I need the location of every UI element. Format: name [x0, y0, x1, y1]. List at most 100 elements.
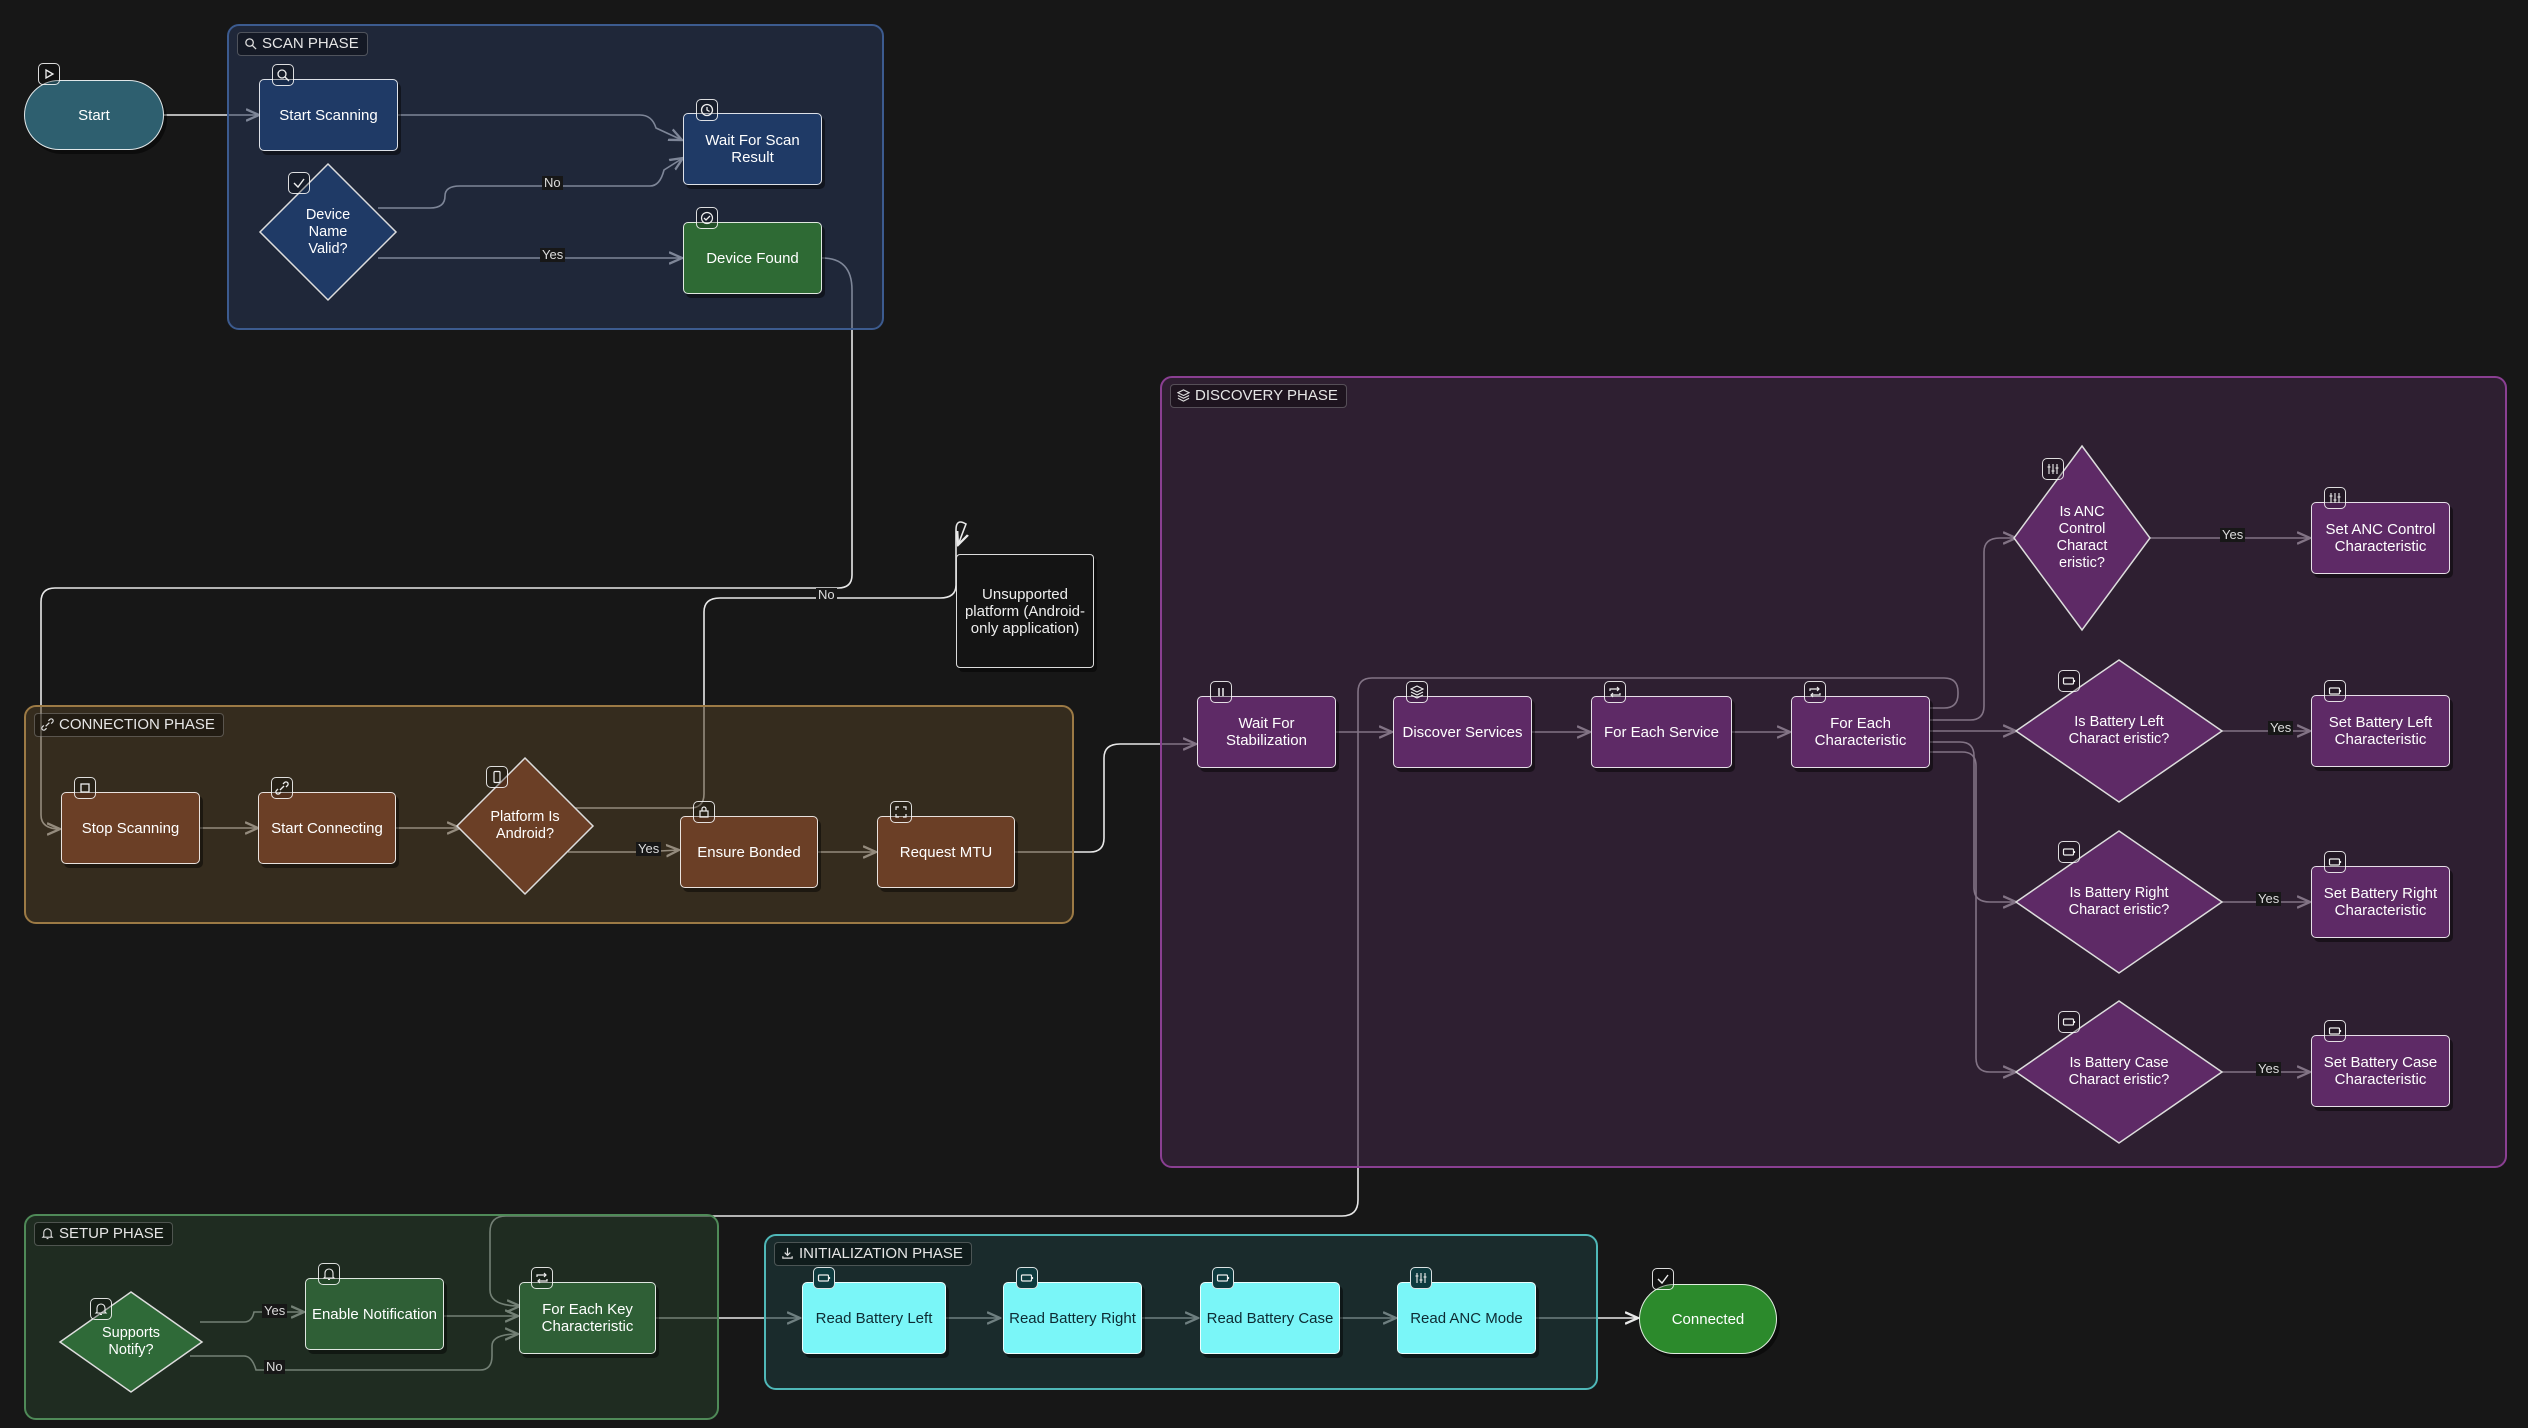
battery-icon [813, 1267, 835, 1289]
is-battery-right-decision[interactable]: Is Battery Right Charact eristic? [2014, 829, 2224, 975]
discover-services-node[interactable]: Discover Services [1393, 696, 1532, 768]
ensure-bonded-node[interactable]: Ensure Bonded [680, 816, 818, 888]
for-each-key-characteristic-node[interactable]: For Each Key Characteristic [519, 1282, 656, 1354]
supports-notify-decision[interactable]: Supports Notify? [58, 1290, 204, 1394]
is-battery-right-shape [2014, 830, 2224, 974]
edge-label-case-yes: Yes [2256, 1061, 2282, 1076]
repeat-icon [1804, 681, 1826, 703]
discover-services-label: Discover Services [1402, 723, 1523, 741]
wait-scan-result-node[interactable]: Wait For Scan Result [683, 113, 822, 185]
wait-scan-result-label: Wait For Scan Result [705, 132, 800, 166]
download-icon [782, 1247, 793, 1259]
link-icon [271, 777, 293, 799]
stop-scanning-label: Stop Scanning [81, 819, 180, 837]
battery-icon [2324, 851, 2346, 873]
check-icon [1652, 1268, 1674, 1290]
set-battery-right-node[interactable]: Set Battery Right Characteristic [2311, 866, 2450, 938]
for-each-service-label: For Each Service [1603, 723, 1720, 741]
wait-stabilization-node[interactable]: Wait For Stabilization [1197, 696, 1336, 768]
edge-label-device-yes: Yes [540, 247, 566, 262]
edge-label-notify-yes: Yes [262, 1303, 288, 1318]
ensure-bonded-label: Ensure Bonded [697, 843, 801, 861]
set-battery-left-node[interactable]: Set Battery Left Characteristic [2311, 695, 2450, 767]
edge-label-anc-yes: Yes [2220, 527, 2246, 542]
discovery-phase-label: DISCOVERY PHASE [1170, 384, 1347, 408]
clock-icon [696, 99, 718, 121]
set-battery-case-label: Set Battery Case Characteristic [2323, 1054, 2438, 1088]
set-battery-left-label: Set Battery Left Characteristic [2328, 714, 2433, 748]
repeat-icon [531, 1267, 553, 1289]
read-battery-case-label: Read Battery Case [1206, 1309, 1334, 1327]
battery-icon [1016, 1267, 1038, 1289]
start-scanning-node[interactable]: Start Scanning [259, 79, 398, 151]
wait-stabilization-label: Wait For Stabilization [1226, 715, 1307, 749]
for-each-characteristic-node[interactable]: For Each Characteristic [1791, 696, 1930, 768]
for-each-service-node[interactable]: For Each Service [1591, 696, 1732, 768]
is-battery-case-decision[interactable]: Is Battery Case Charact eristic? [2014, 999, 2224, 1145]
phone-icon [486, 766, 508, 788]
battery-icon [1212, 1267, 1234, 1289]
bell-icon [318, 1263, 340, 1285]
is-battery-case-shape [2014, 1000, 2224, 1144]
set-battery-right-label: Set Battery Right Characteristic [2323, 885, 2438, 919]
edge-label-device-no: No [542, 175, 563, 190]
set-battery-case-node[interactable]: Set Battery Case Characteristic [2311, 1035, 2450, 1107]
read-battery-left-node[interactable]: Read Battery Left [802, 1282, 946, 1354]
is-anc-control-shape [2013, 444, 2151, 632]
battery-icon [2058, 841, 2080, 863]
platform-android-shape [455, 756, 595, 896]
expand-icon [890, 801, 912, 823]
is-anc-control-decision[interactable]: Is ANC Control Charact eristic? [2012, 444, 2152, 632]
check-circle-icon [696, 207, 718, 229]
discovery-phase-group: DISCOVERY PHASE [1160, 376, 2507, 1168]
edge-label-left-yes: Yes [2268, 720, 2294, 735]
bell-icon [41, 1228, 54, 1240]
lock-icon [693, 801, 715, 823]
device-found-label: Device Found [706, 249, 799, 267]
is-battery-case-label: Is Battery Case Charact eristic? [2068, 1055, 2170, 1088]
setup-phase-title: SETUP PHASE [59, 1225, 164, 1242]
is-battery-left-shape [2014, 659, 2224, 803]
read-battery-right-label: Read Battery Right [1009, 1309, 1136, 1327]
set-anc-control-label: Set ANC Control Characteristic [2325, 521, 2436, 555]
device-name-valid-shape [258, 162, 398, 302]
edge-label-notify-no: No [264, 1359, 285, 1374]
for-each-characteristic-label: For Each Characteristic [1814, 715, 1907, 749]
connected-label: Connected [1671, 1310, 1745, 1328]
enable-notification-label: Enable Notification [311, 1305, 438, 1323]
read-battery-right-node[interactable]: Read Battery Right [1003, 1282, 1142, 1354]
stop-scanning-node[interactable]: Stop Scanning [61, 792, 200, 864]
start-connecting-node[interactable]: Start Connecting [258, 792, 396, 864]
read-battery-case-node[interactable]: Read Battery Case [1200, 1282, 1340, 1354]
device-name-valid-decision[interactable]: Device Name Valid? [258, 162, 398, 302]
edge-label-right-yes: Yes [2256, 891, 2282, 906]
for-each-key-characteristic-label: For Each Key Characteristic [541, 1301, 634, 1335]
set-anc-control-node[interactable]: Set ANC Control Characteristic [2311, 502, 2450, 574]
sliders-icon [1410, 1267, 1432, 1289]
platform-android-label: Platform Is Android? [490, 809, 560, 842]
unsupported-platform-note: Unsupported platform (Android-only appli… [956, 554, 1094, 668]
connected-node[interactable]: Connected [1639, 1284, 1777, 1354]
scan-phase-label: SCAN PHASE [237, 32, 368, 56]
connection-phase-label: CONNECTION PHASE [34, 713, 224, 737]
layers-icon [1406, 681, 1428, 703]
start-connecting-label: Start Connecting [271, 819, 383, 837]
platform-android-decision[interactable]: Platform Is Android? [455, 756, 595, 896]
start-node[interactable]: Start [24, 80, 164, 150]
sliders-icon [2324, 487, 2346, 509]
read-anc-mode-node[interactable]: Read ANC Mode [1397, 1282, 1536, 1354]
unsupported-platform-label: Unsupported platform (Android-only appli… [964, 585, 1086, 637]
enable-notification-node[interactable]: Enable Notification [305, 1278, 444, 1350]
device-found-node[interactable]: Device Found [683, 222, 822, 294]
stop-icon [74, 777, 96, 799]
battery-icon [2324, 680, 2346, 702]
edge-label-platform-no: No [816, 587, 837, 602]
connection-phase-title: CONNECTION PHASE [59, 716, 215, 733]
is-battery-left-decision[interactable]: Is Battery Left Charact eristic? [2014, 658, 2224, 804]
discovery-phase-title: DISCOVERY PHASE [1195, 387, 1338, 404]
request-mtu-node[interactable]: Request MTU [877, 816, 1015, 888]
start-scanning-label: Start Scanning [279, 106, 378, 124]
scan-phase-title: SCAN PHASE [262, 35, 359, 52]
play-icon [38, 63, 60, 85]
